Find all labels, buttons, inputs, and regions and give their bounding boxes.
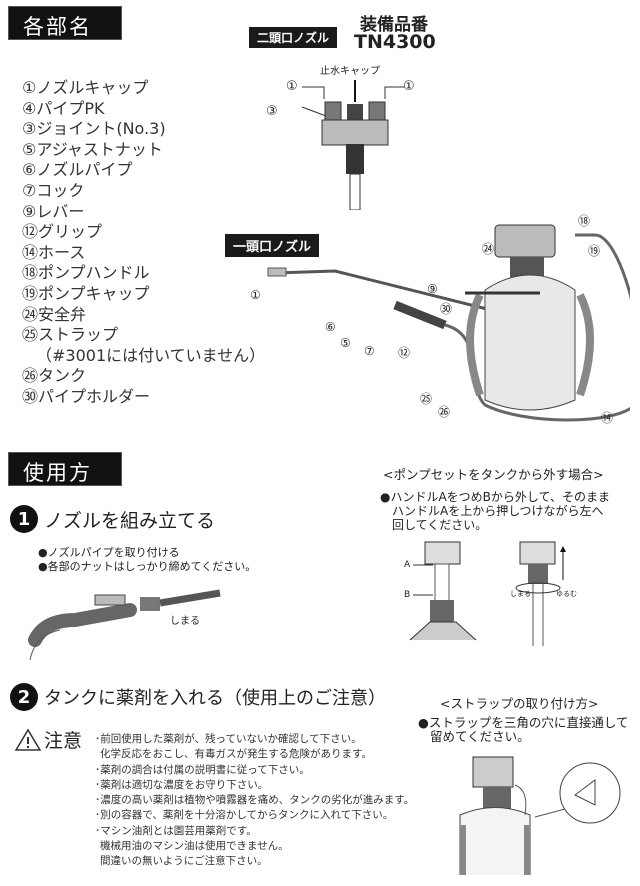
pump-removal-line: 回してください。 [392, 518, 488, 532]
tighten-label: しまる [170, 616, 200, 627]
step-number: 1 [10, 505, 38, 533]
step1-bullet: ●ノズルパイプを取り付ける [38, 546, 180, 559]
callout: ⑫ [398, 346, 411, 360]
part-item: ⑲ポンプキャップ [22, 283, 150, 303]
part-item: ⑱ポンプハンドル [22, 263, 150, 283]
part-item: ⑥ノズルパイプ [22, 160, 133, 180]
callout: ⑲ [588, 244, 601, 258]
step-number: 2 [10, 683, 38, 711]
callout: ㉔ [482, 242, 495, 256]
pump-removal-title: <ポンプセットをタンクから外す場合> [383, 467, 604, 482]
callout: ① [403, 79, 415, 94]
pump-removal-illustration [409, 541, 566, 646]
pump-removal-line: ハンドルAを上から押しつけながら左へ [392, 504, 604, 518]
caution-note: 間違いの無いようにご注意下さい。 [100, 855, 268, 868]
caution-notes: ･前回使用した薬剤が、残っていないか確認して下さい。 化学反応をおこし、有毒ガス… [95, 732, 414, 870]
part-item: ㉚パイプホルダー [22, 386, 151, 406]
cap-label: 止水キャップ [320, 66, 380, 77]
caution-note: 化学反応をおこし、有毒ガスが発生する危険があります。 [100, 748, 372, 761]
part-item: ㉕ストラップ [22, 325, 119, 345]
parts-list: ①ノズルキャップ ④パイプPK ③ジョイント(No.3) ⑤アジャストナット ⑥… [22, 78, 265, 408]
step1-heading: 1 ノズルを組み立てる [10, 505, 215, 533]
part-item: ③ジョイント(No.3) [22, 119, 166, 139]
part-item: ①ノズルキャップ [22, 78, 149, 97]
part-item: ⑦コック [22, 180, 85, 200]
double-nozzle-illustration [301, 80, 405, 210]
part-item: ㉔安全弁 [22, 304, 87, 324]
part-item: ⑨レバー [22, 201, 85, 221]
callout: ⑦ [364, 344, 375, 358]
warning-icon [14, 728, 42, 751]
callout: ⑤ [340, 336, 351, 350]
step-title: ノズルを組み立てる [44, 509, 216, 532]
double-nozzle-tag: 二頭口ノズル [249, 27, 338, 48]
strap-illustration [459, 756, 621, 875]
part-item: ⑤アジャストナット [22, 139, 163, 159]
callout: ㉕ [420, 392, 433, 406]
label-a: A [404, 560, 411, 570]
caution-note: 機械用油のマシン油は使用できません。 [100, 840, 289, 853]
part-item: ㉖タンク [22, 366, 87, 386]
parts-heading: 各部名称 [8, 6, 122, 69]
callout: ㉚ [440, 302, 453, 316]
caution-label: 注意 [44, 730, 83, 752]
caution-note: ･濃度の高い薬剤は植物や噴霧器を痛め、タンクの劣化が進みます。 [95, 794, 415, 807]
caution-note: ･別の容器で、薬剤を十分溶かしてからタンクに入れて下さい。 [95, 809, 394, 822]
step-title: タンクに薬剤を入れる（使用上のご注意） [44, 688, 386, 709]
callout: ⑭ [601, 411, 614, 425]
single-nozzle-tag: 一頭口ノズル [225, 234, 320, 257]
part-item-note: （#3001には付いていません） [36, 345, 266, 365]
caution-note: ･薬剤は適切な濃度をお守り下さい。 [95, 778, 269, 791]
callout: ⑨ [427, 282, 438, 296]
step2-heading: 2 タンクに薬剤を入れる（使用上のご注意） [10, 683, 386, 711]
pump-removal-line: ●ハンドルAをつめBから外して、そのまま [380, 490, 610, 504]
callout: ① [250, 288, 261, 302]
sprayer-illustration [267, 224, 630, 422]
nozzle-assembly-illustration [28, 589, 221, 661]
usage-heading: 使用方法 [8, 452, 122, 515]
step1-bullet: ●各部のナットはしっかり締めてください。 [38, 560, 257, 573]
strap-title: <ストラップの取り付け方> [440, 696, 599, 711]
callout: ⑱ [578, 214, 591, 228]
loosen-label: ゆるむ [556, 590, 577, 598]
tighten-label: しまる [510, 590, 531, 598]
caution-note: ･マシン油剤とは園芸用薬剤です。 [95, 824, 257, 837]
caution-note: ･前回使用した薬剤が、残っていないか確認して下さい。 [95, 733, 362, 745]
label-b: B [404, 590, 411, 600]
strap-line: ●ストラップを三角の穴に直接通して [418, 715, 629, 730]
callout: ① [286, 79, 298, 94]
part-item: ⑭ホース [22, 242, 86, 262]
caution-note: ･薬剤の調合は付属の説明書に従って下さい。 [95, 763, 310, 776]
model-number: TN4300 [354, 31, 436, 53]
equip-label: 装備品番 [360, 15, 428, 35]
callout: ⑥ [325, 320, 336, 334]
callout: ③ [266, 104, 278, 119]
callout: ㉖ [438, 405, 451, 419]
strap-line: 留めてください。 [430, 729, 530, 744]
part-item: ④パイプPK [22, 98, 105, 118]
part-item: ⑫グリップ [22, 222, 103, 242]
